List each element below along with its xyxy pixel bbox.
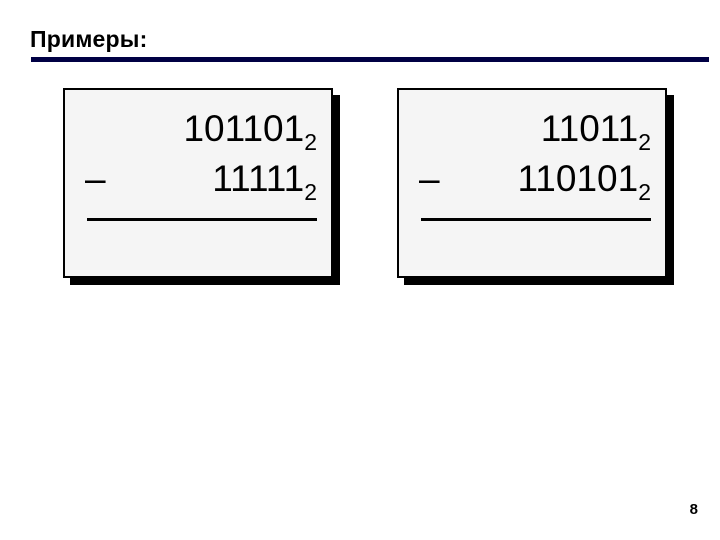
minuend-base-subscript: 2: [304, 129, 317, 155]
minuend-digits: 11011: [540, 108, 639, 149]
minuend-base-subscript: 2: [638, 129, 651, 155]
minuend-value: 110112: [540, 108, 651, 154]
minus-operator: –: [85, 158, 106, 199]
subtrahend-base-subscript: 2: [638, 179, 651, 205]
example-left-answer-rule: [87, 218, 317, 221]
example-left-minuend-row: 1011012: [65, 108, 317, 154]
subtrahend-base-subscript: 2: [304, 179, 317, 205]
example-right-subtrahend-row: – 1101012: [399, 158, 651, 204]
subtrahend-digits: 110101: [517, 158, 639, 199]
page-title: Примеры:: [30, 26, 148, 52]
example-right-content: 110112 – 1101012: [399, 90, 665, 276]
example-right-answer-rule: [421, 218, 651, 221]
example-left-subtrahend-row: – 111112: [65, 158, 317, 204]
title-underline-rule: [31, 57, 709, 62]
subtrahend-value: 1101012: [517, 158, 651, 204]
minuend-digits: 101101: [183, 108, 305, 149]
minuend-value: 1011012: [183, 108, 317, 154]
example-box-left: 1011012 – 111112: [63, 88, 333, 278]
page-number: 8: [689, 501, 698, 518]
example-left-content: 1011012 – 111112: [65, 90, 331, 276]
subtrahend-value: 111112: [212, 158, 317, 204]
example-right-minuend-row: 110112: [399, 108, 651, 154]
subtrahend-digits: 11111: [212, 158, 305, 199]
example-box-right: 110112 – 1101012: [397, 88, 667, 278]
minus-operator: –: [419, 158, 440, 199]
